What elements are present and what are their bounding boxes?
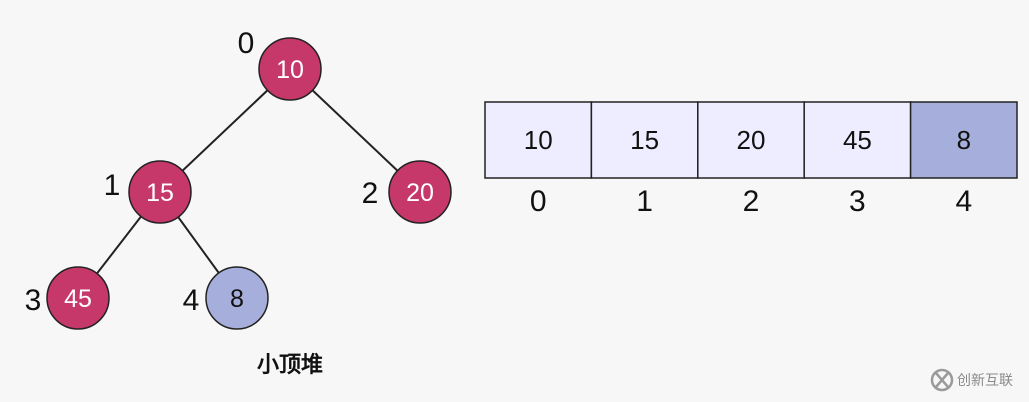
array-cell-0: 10 0 [484, 101, 593, 218]
tree-node-index: 1 [104, 169, 121, 202]
array-cell-index: 1 [636, 185, 653, 218]
tree-node-1: 15 1 [104, 160, 192, 224]
tree-node-circle [46, 266, 110, 330]
tree-node-value: 15 [146, 179, 174, 207]
array-cell-box [484, 101, 593, 179]
tree-node-3: 45 3 [25, 266, 110, 330]
array-cell-4: 84 [909, 101, 1018, 218]
tree-node-value: 8 [230, 285, 244, 313]
watermark: 创新互联 [930, 368, 1013, 392]
array-cell-box [909, 101, 1018, 179]
tree-node-circle [258, 37, 322, 101]
tree-node-circle [388, 160, 452, 224]
array-cell-index: 3 [849, 185, 866, 218]
tree-node-index: 2 [362, 177, 379, 210]
tree-node-value: 20 [406, 179, 434, 207]
array-cell-value: 15 [630, 125, 659, 155]
tree-node-value: 45 [64, 285, 92, 313]
watermark-text: 创新互联 [957, 373, 1013, 389]
tree-node-value: 10 [276, 56, 304, 84]
tree-node-index: 0 [238, 27, 255, 60]
array-cell-value: 8 [957, 125, 971, 155]
array-cell-box [803, 101, 912, 179]
array-cell-value: 10 [524, 125, 553, 155]
tree-node-circle [128, 160, 192, 224]
array-cell-1: 15 1 [590, 101, 699, 218]
array-cell-2: 20 2 [697, 101, 805, 218]
tree-node-index: 3 [25, 284, 42, 317]
array-cell-value: 20 [737, 125, 766, 155]
tree-node-circle [205, 266, 269, 330]
array-cell-box [590, 101, 699, 179]
array-cell-index: 4 [955, 185, 972, 218]
tree-node-index: 4 [183, 284, 200, 317]
logo-icon [930, 368, 954, 392]
array-cell-box [697, 101, 805, 179]
tree-caption: 小顶堆 [257, 352, 323, 378]
array-cell-3: 45 3 [803, 101, 912, 218]
array-cell-index: 2 [743, 185, 760, 218]
tree-node-0: 10 0 [238, 27, 322, 101]
tree-node-2: 20 2 [362, 160, 452, 224]
tree-node-4: 84 [183, 266, 269, 330]
array-cell-value: 45 [843, 125, 872, 155]
array-cell-index: 0 [530, 185, 547, 218]
